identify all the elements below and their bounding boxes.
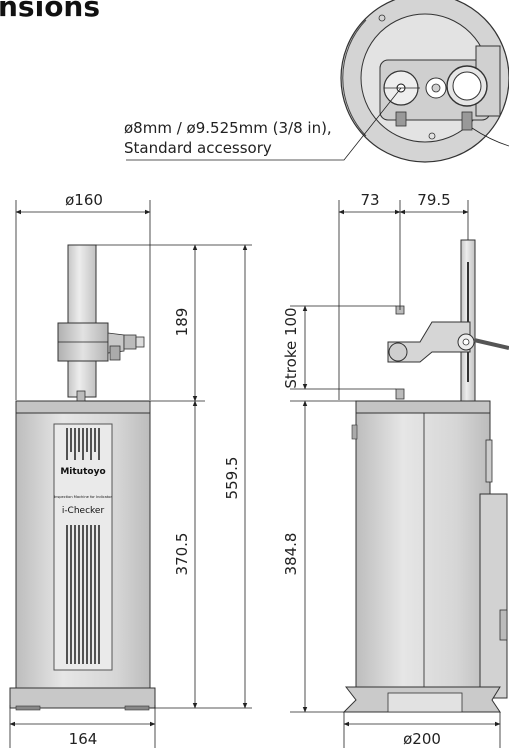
side-view: [290, 200, 509, 748]
front-brand-subtitle: Inspection Machine for Indicator: [54, 495, 112, 499]
callout-text-line1: ø8mm / ø9.525mm (3/8 in),: [124, 119, 332, 137]
front-knob-lower: [109, 345, 121, 361]
dim-front-top-width: ø160: [65, 191, 103, 209]
side-top-cap: [355, 400, 491, 414]
dim-side-stroke: Stroke 100: [282, 307, 300, 388]
front-column: [67, 244, 97, 398]
dim-front-upper-height: 189: [173, 308, 191, 337]
callout-leader-line: [126, 87, 402, 161]
side-rear-connector: [485, 439, 493, 483]
top-view-cable: [471, 127, 509, 147]
side-rear-box: [479, 493, 508, 699]
front-panel-vent-upper: [66, 428, 100, 460]
dim-side-lower-height: 384.8: [282, 533, 300, 576]
dim-side-offset-b: 79.5: [417, 191, 450, 209]
side-body: [355, 402, 491, 688]
side-front-latch: [351, 424, 358, 440]
top-view-screw-icon: [378, 14, 386, 22]
front-view: Mitutoyo Inspection Machine for Indicato…: [9, 200, 252, 748]
front-knob-icon: [123, 334, 137, 350]
side-column-clamp-hub: [462, 338, 470, 346]
callout-text-line2: Standard accessory: [124, 139, 272, 157]
side-arm-clamp-icon: [388, 342, 408, 362]
front-foot-left: [15, 705, 41, 711]
side-cable: [473, 338, 509, 350]
front-product-name: i-Checker: [62, 506, 105, 516]
column-bore-icon: [452, 71, 482, 101]
front-panel-vent-lower: [66, 525, 100, 664]
dim-side-base-width: ø200: [403, 730, 441, 748]
front-foot-right: [124, 705, 150, 711]
front-base: [9, 687, 156, 709]
top-view-rim-shading: [342, 19, 367, 137]
dim-front-lower-height: 370.5: [173, 533, 191, 576]
side-rear-port: [499, 609, 508, 641]
dim-front-total-height: 559.5: [223, 457, 241, 500]
front-knob-cap: [135, 336, 145, 348]
top-view: [126, 0, 509, 163]
top-view-cable-clamp: [461, 111, 473, 131]
side-arm: [387, 321, 471, 363]
front-spindle-tip: [76, 390, 86, 402]
top-view-knob: [395, 111, 407, 127]
side-base-recess: [387, 692, 463, 713]
top-view-screw-icon: [428, 132, 436, 140]
section-heading: nsions: [0, 0, 101, 23]
front-brand-name: Mitutoyo: [60, 467, 105, 477]
front-top-cap: [15, 400, 151, 414]
spindle-center-icon: [431, 83, 441, 93]
dim-front-base-width: 164: [69, 730, 98, 748]
side-stem-bottom: [395, 388, 405, 400]
dim-side-offset-a: 73: [360, 191, 379, 209]
